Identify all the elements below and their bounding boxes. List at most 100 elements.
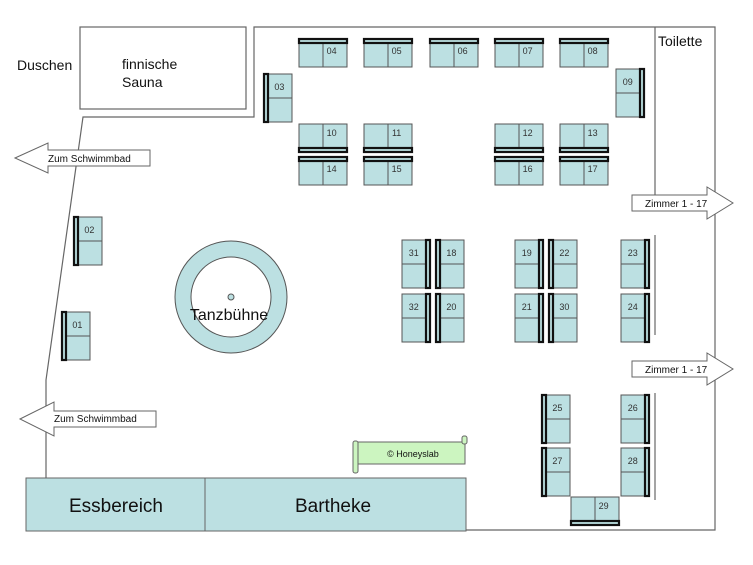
table-22[interactable]: 22 [547, 238, 578, 290]
table-27[interactable]: 27 [540, 446, 571, 498]
table-number: 20 [446, 302, 456, 312]
table-number: 27 [552, 456, 562, 466]
arrow-pool-bottom-label: Zum Schwimmbad [54, 414, 137, 425]
table-24[interactable]: 24 [620, 292, 651, 344]
table-31[interactable]: 31 [401, 238, 432, 290]
table-06[interactable]: 06 [428, 37, 480, 68]
table-number: 11 [392, 128, 401, 138]
table-number: 18 [446, 248, 456, 258]
bench [638, 67, 646, 119]
bench [60, 310, 68, 362]
sauna-label-1: finnische [122, 56, 177, 72]
table-23[interactable]: 23 [620, 238, 651, 290]
table-12[interactable]: 12 [493, 123, 545, 154]
table-number: 07 [523, 46, 533, 56]
table-26[interactable]: 26 [620, 393, 651, 445]
arrow-rooms-bottom[interactable]: Zimmer 1 - 17 [631, 352, 734, 386]
dance-floor: Tanzbühne [174, 240, 288, 354]
arrow-rooms-bottom-label: Zimmer 1 - 17 [645, 365, 708, 376]
table-17[interactable]: 17 [558, 155, 610, 186]
table-14[interactable]: 14 [297, 155, 349, 186]
arrow-pool-bottom[interactable]: Zum Schwimmbad [18, 401, 157, 437]
arrow-pool-top[interactable]: Zum Schwimmbad [13, 142, 151, 174]
dining-label: Essbereich [69, 496, 163, 517]
table-number: 26 [628, 403, 638, 413]
table-28[interactable]: 28 [620, 446, 651, 498]
arrow-rooms-top-label: Zimmer 1 - 17 [645, 199, 708, 210]
dance-floor-label: Tanzbühne [190, 307, 268, 324]
table-number: 03 [274, 82, 284, 92]
bench [540, 393, 548, 445]
toilet-label: Toilette [658, 33, 703, 49]
table-number: 19 [522, 248, 532, 258]
table-number: 30 [559, 302, 569, 312]
bench [643, 292, 651, 344]
table-20[interactable]: 20 [434, 292, 465, 344]
arrow-pool-top-label: Zum Schwimmbad [48, 154, 131, 165]
sauna-room [79, 26, 247, 110]
bench [297, 37, 349, 45]
copyright-text: © Honeyslab [387, 449, 439, 459]
bench [424, 292, 432, 344]
bench [558, 155, 610, 163]
bench [493, 146, 545, 154]
bench [558, 146, 610, 154]
table-13[interactable]: 13 [558, 123, 610, 154]
table-number: 17 [588, 164, 598, 174]
table-number: 31 [409, 248, 419, 258]
bench [434, 238, 442, 290]
table-03[interactable]: 03 [262, 72, 293, 124]
table-01[interactable]: 01 [60, 310, 91, 362]
table-11[interactable]: 11 [362, 123, 414, 154]
arrow-rooms-top[interactable]: Zimmer 1 - 17 [631, 186, 734, 220]
bench [72, 215, 80, 267]
bench [643, 446, 651, 498]
table-25[interactable]: 25 [540, 393, 571, 445]
table-number: 22 [559, 248, 569, 258]
bar-counter: Bartheke [204, 477, 467, 532]
bench [362, 37, 414, 45]
table-19[interactable]: 19 [514, 238, 545, 290]
table-number: 10 [327, 128, 337, 138]
bench [262, 72, 270, 124]
table-16[interactable]: 16 [493, 155, 545, 186]
bench [424, 238, 432, 290]
table-number: 12 [523, 128, 533, 138]
table-02[interactable]: 02 [72, 215, 103, 267]
table-number: 29 [599, 501, 609, 511]
table-09[interactable]: 09 [615, 67, 646, 119]
dining-area: Essbereich [25, 477, 206, 532]
table-15[interactable]: 15 [362, 155, 414, 186]
sauna-label-2: Sauna [122, 74, 163, 90]
table-10[interactable]: 10 [297, 123, 349, 154]
bench [540, 446, 548, 498]
outer-wall [45, 26, 716, 531]
table-29[interactable]: 29 [569, 496, 621, 527]
table-number: 32 [409, 302, 419, 312]
table-04[interactable]: 04 [297, 37, 349, 68]
bench [537, 292, 545, 344]
table-32[interactable]: 32 [401, 292, 432, 344]
bench [297, 155, 349, 163]
table-number: 24 [628, 302, 638, 312]
bench [493, 37, 545, 45]
bench [547, 238, 555, 290]
table-number: 21 [522, 302, 532, 312]
table-30[interactable]: 30 [547, 292, 578, 344]
table-number: 01 [72, 320, 82, 330]
table-number: 02 [84, 225, 94, 235]
bench [493, 155, 545, 163]
table-number: 28 [628, 456, 638, 466]
table-number: 09 [623, 77, 633, 87]
bench [297, 146, 349, 154]
table-05[interactable]: 05 [362, 37, 414, 68]
showers-label: Duschen [17, 57, 72, 73]
table-08[interactable]: 08 [558, 37, 610, 68]
table-07[interactable]: 07 [493, 37, 545, 68]
bar-label: Bartheke [295, 496, 371, 517]
table-18[interactable]: 18 [434, 238, 465, 290]
table-number: 25 [552, 403, 562, 413]
table-number: 04 [327, 46, 337, 56]
table-21[interactable]: 21 [514, 292, 545, 344]
